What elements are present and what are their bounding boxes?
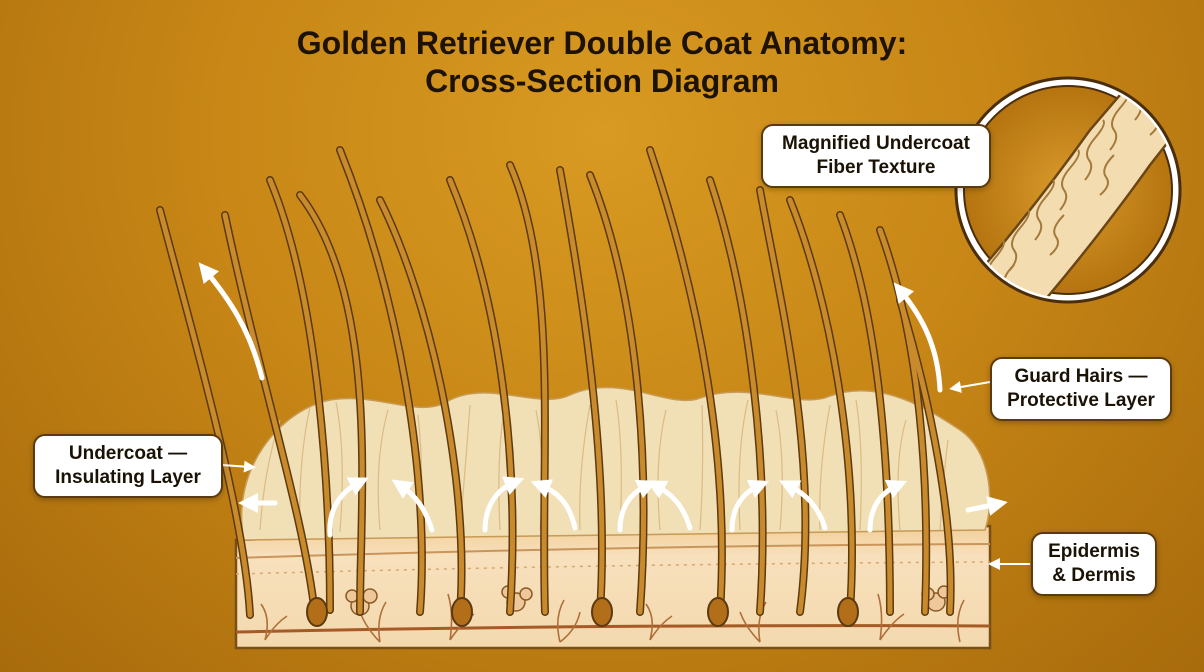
label-guard-hairs: Guard Hairs — Protective Layer: [990, 357, 1172, 421]
airflow-arrows: [198, 262, 1008, 538]
label-magnified-undercoat: Magnified Undercoat Fiber Texture: [761, 124, 991, 188]
label-undercoat-line-2: Insulating Layer: [55, 467, 201, 488]
title-line-2: Cross-Section Diagram: [425, 63, 779, 99]
label-skin-line-2: & Dermis: [1052, 565, 1136, 586]
label-magnified-line-2: Fiber Texture: [816, 157, 936, 178]
label-guard-line-1: Guard Hairs —: [1014, 366, 1148, 387]
guard-hairs: [156, 146, 955, 627]
skin-cross-section: [234, 524, 992, 650]
diagram-title: Golden Retriever Double Coat Anatomy: Cr…: [0, 24, 1204, 100]
label-guard-line-2: Protective Layer: [1007, 390, 1155, 411]
title-line-1: Golden Retriever Double Coat Anatomy:: [296, 25, 908, 61]
label-pointers: [221, 381, 1030, 570]
label-undercoat-line-1: Undercoat —: [68, 443, 188, 464]
label-magnified-line-1: Magnified Undercoat: [782, 133, 970, 154]
label-epidermis-dermis: Epidermis & Dermis: [1031, 532, 1157, 596]
label-skin-line-1: Epidermis: [1048, 541, 1140, 562]
label-undercoat: Undercoat — Insulating Layer: [33, 434, 223, 498]
